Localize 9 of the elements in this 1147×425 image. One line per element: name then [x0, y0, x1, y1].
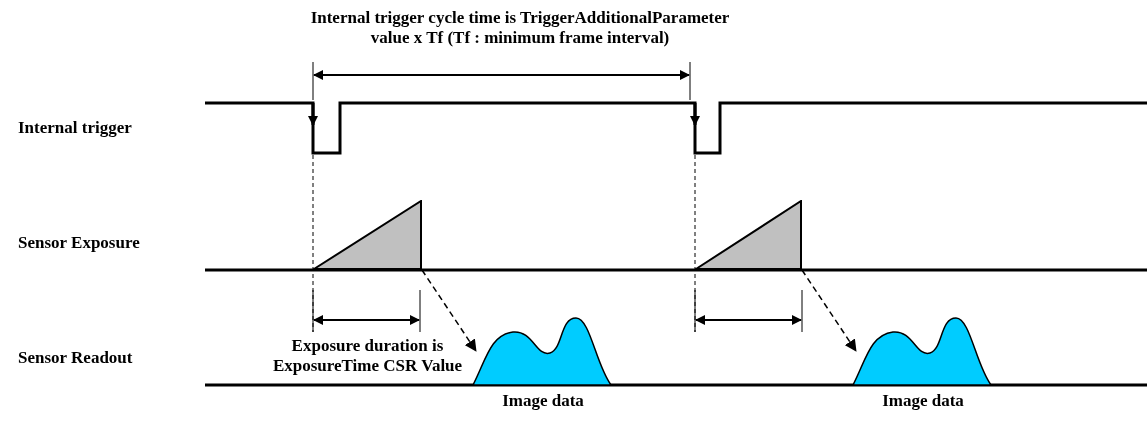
- arrow: [801, 269, 857, 352]
- title: Internal trigger cycle time is TriggerAdditionalParameter value x Tf (Tf : minimum frame interval): [309, 8, 731, 48]
- signal-name: Sensor Readout: [18, 348, 134, 368]
- image-data-label: Image data: [501, 391, 585, 411]
- signal-name: Internal trigger: [18, 118, 133, 138]
- annotation: Exposure duration is ExposureTime CSR Value: [271, 336, 464, 376]
- signal-name: Sensor Exposure: [18, 233, 141, 253]
- image-data-label: Image data: [881, 391, 965, 411]
- arrow: [421, 269, 477, 352]
